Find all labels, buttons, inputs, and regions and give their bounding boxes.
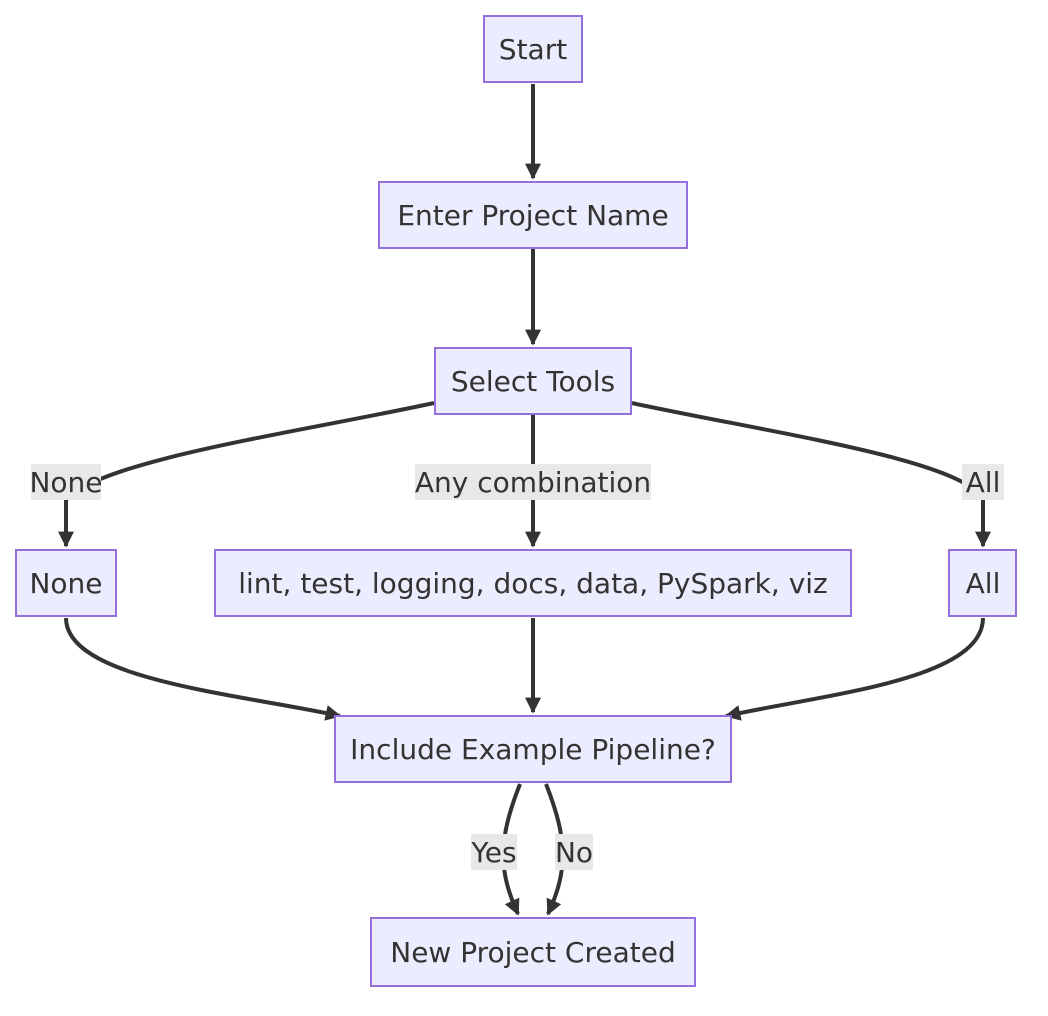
edge-all-to-include-example (724, 617, 985, 721)
edge-none-to-include-example (64, 617, 342, 721)
svg-text:Include Example Pipeline?: Include Example Pipeline? (350, 733, 716, 766)
node-tool-combination: lint, test, logging, docs, data, PySpark… (214, 549, 852, 617)
edge-label-all: All (962, 464, 1004, 500)
svg-text:All: All (966, 567, 1001, 600)
svg-text:Yes: Yes (470, 836, 516, 869)
svg-text:New Project Created: New Project Created (390, 936, 675, 969)
svg-text:No: No (555, 836, 593, 869)
svg-text:None: None (29, 466, 102, 499)
svg-text:Select Tools: Select Tools (451, 365, 615, 398)
svg-text:Start: Start (499, 33, 567, 66)
edge-label-none: None (29, 464, 103, 500)
edge-select-tools-to-all (631, 401, 991, 548)
edge-label-no: No (555, 834, 593, 870)
edge-label-yes: Yes (470, 834, 517, 870)
edge-label-any-combination: Any combination (415, 464, 651, 500)
node-include-example-pipeline: Include Example Pipeline? (334, 715, 732, 783)
node-select-tools: Select Tools (434, 347, 632, 415)
svg-text:Any combination: Any combination (415, 466, 651, 499)
edge-select-tools-to-none (58, 401, 435, 548)
svg-text:None: None (29, 567, 102, 600)
node-none: None (15, 549, 117, 617)
node-new-project-created: New Project Created (370, 917, 696, 987)
node-start: Start (483, 15, 583, 83)
node-enter-project-name: Enter Project Name (378, 181, 688, 249)
node-all: All (948, 549, 1017, 617)
svg-text:Enter Project Name: Enter Project Name (397, 199, 668, 232)
svg-text:All: All (966, 466, 1001, 499)
svg-text:lint, test, logging, docs, dat: lint, test, logging, docs, data, PySpark… (238, 567, 828, 600)
